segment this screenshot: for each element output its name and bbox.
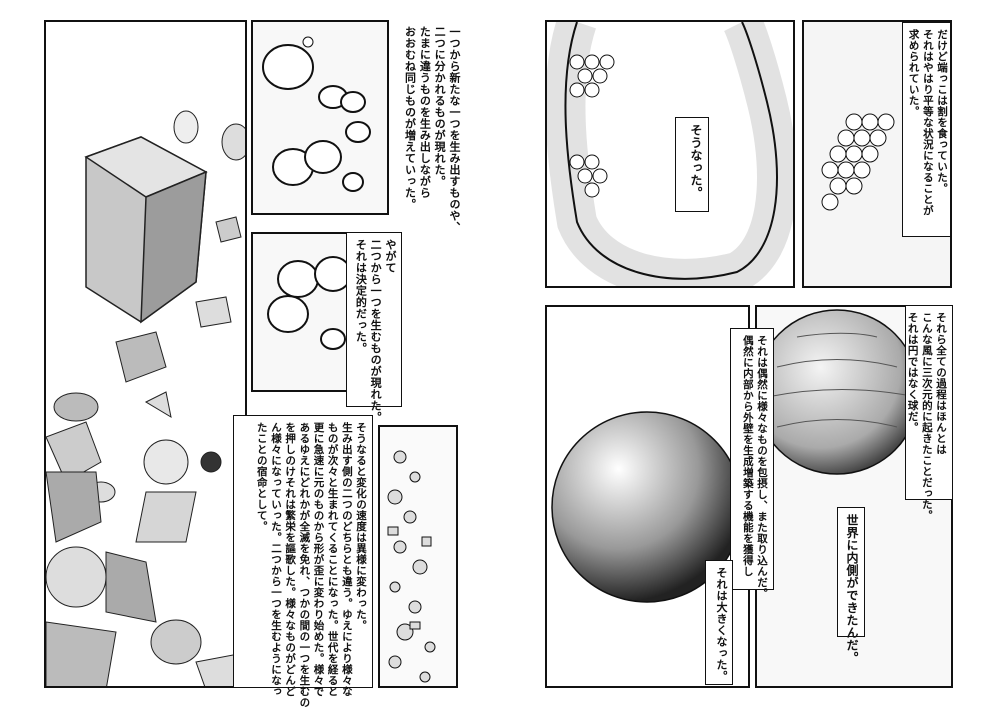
caption-right-5: それは大きくなった。 (705, 560, 733, 685)
panel-corner: だけど端っこは割を食っていた。 それはやはり平等な状況になることが 求められてい… (802, 20, 952, 288)
corner-cells-illustration (821, 113, 895, 211)
caption-left-2: やがて 二つから一つを生むものが現れた。 それは決定的だった。 (346, 232, 402, 423)
caption-right-6: 世界に内側ができたんだ。 (837, 507, 865, 664)
ring-illustration (547, 22, 793, 286)
caption-right-3: それら全ての過程はほんとは こんな風に三次元的に起きたことだった。 それは円では… (905, 305, 953, 521)
cell-sphere-illustration (757, 309, 920, 475)
caption-right-1: そうなった。 (675, 117, 709, 212)
caption-right-4: それは偶然に様々なものを包摂し、また取り込んだ。 偶然に内部から外壁を生成増築す… (730, 328, 774, 599)
caption-right-2: だけど端っこは割を食っていた。 それはやはり平等な状況になることが 求められてい… (902, 22, 950, 237)
panel-organisms (378, 425, 458, 688)
panel-ring: そうなった。 (545, 20, 795, 288)
organisms-illustration (387, 450, 436, 683)
panel-polyhedra (44, 20, 247, 688)
caption-left-1: 一つから新たな一つを生み出すものや、 二つに分かれるものが現れた。 たまに違うも… (393, 20, 465, 233)
cell-division-illustration (262, 36, 371, 192)
caption-left-3: そうなると変化の速度は異様に変わった。 生み出す側の二つのどちらとも違う。ゆえに… (233, 415, 373, 708)
polyhedra-illustration (46, 110, 245, 686)
panel-dividing-cells (251, 20, 389, 215)
